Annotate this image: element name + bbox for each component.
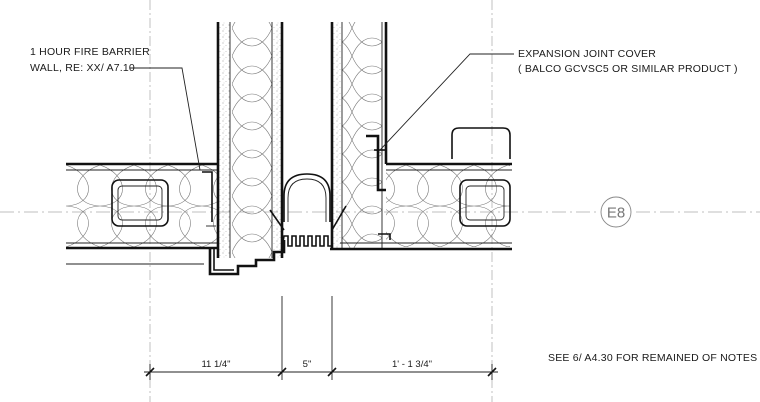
fire-barrier-note-line1: 1 HOUR FIRE BARRIER xyxy=(30,46,150,58)
fire-barrier-note-line2: WALL, RE: XX/ A7.10 xyxy=(30,62,135,74)
dimension-right-label: 1' - 1 3/4" xyxy=(392,359,432,370)
left-floor-assembly xyxy=(66,162,218,250)
expansion-note-line2: ( BALCO GCVSC5 OR SIMILAR PRODUCT ) xyxy=(518,63,738,75)
grid-tag-label: E8 xyxy=(607,205,625,222)
dimension-left-label: 11 1/4" xyxy=(201,359,230,370)
dimension-middle-label: 5" xyxy=(303,359,312,370)
expansion-note-line1: EXPANSION JOINT COVER xyxy=(518,48,656,60)
left-trim-flashing xyxy=(202,171,286,276)
dimension-string xyxy=(144,296,498,380)
grid-bubble xyxy=(600,196,632,228)
left-fire-barrier-wall xyxy=(216,22,284,258)
see-notes-reference: SEE 6/ A4.30 FOR REMAINED OF NOTES xyxy=(548,352,757,364)
leader-lines xyxy=(66,53,514,265)
right-floor-assembly xyxy=(330,127,512,251)
